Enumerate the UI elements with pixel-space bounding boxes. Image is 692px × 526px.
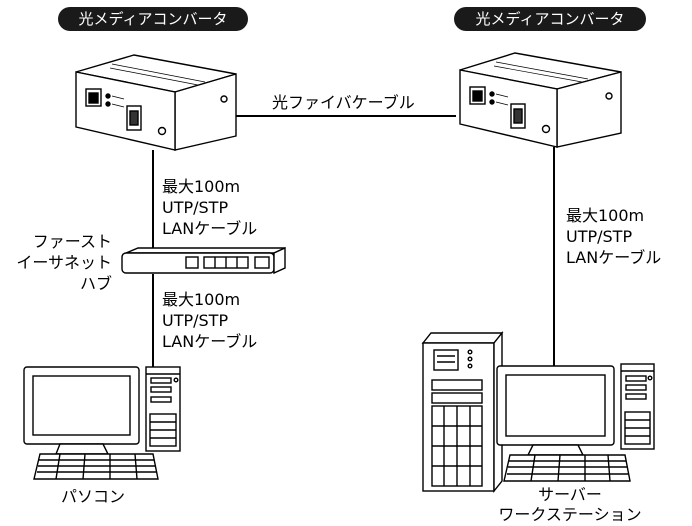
media-converter-icon [459, 52, 622, 148]
cable-spec-distance: 最大100m [162, 177, 241, 196]
converter-title-right: 光メディアコンバータ [454, 7, 646, 31]
ethernet-hub-icon [121, 246, 286, 275]
cable-spec-name: LANケーブル [566, 248, 662, 267]
cable-spec-name: LANケーブル [162, 332, 258, 351]
cable-spec-distance: 最大100m [162, 290, 241, 309]
cable-spec-name: LANケーブル [162, 219, 258, 238]
media-converter-icon [75, 54, 237, 151]
cable-spec-type: UTP/STP [162, 311, 229, 330]
cable-spec-distance: 最大100m [566, 206, 645, 225]
cable-spec-type: UTP/STP [162, 198, 229, 217]
workstation-monitor-icon [496, 363, 655, 482]
server-label-line: ワークステーション [498, 505, 642, 524]
converter-title-left: 光メディアコンバータ [58, 7, 248, 31]
hub-label-line: イーサネット [16, 253, 112, 272]
cable-spec-type: UTP/STP [566, 227, 633, 246]
hub-label-line: ファースト [32, 232, 112, 251]
server-label-line: サーバー [538, 485, 602, 504]
server-tower-icon [421, 331, 504, 493]
pc-label: パソコン [60, 487, 125, 506]
fiber-cable-label: 光ファイバケーブル [272, 93, 415, 112]
personal-computer-icon [23, 366, 181, 480]
hub-label-line: ハブ [79, 274, 112, 293]
